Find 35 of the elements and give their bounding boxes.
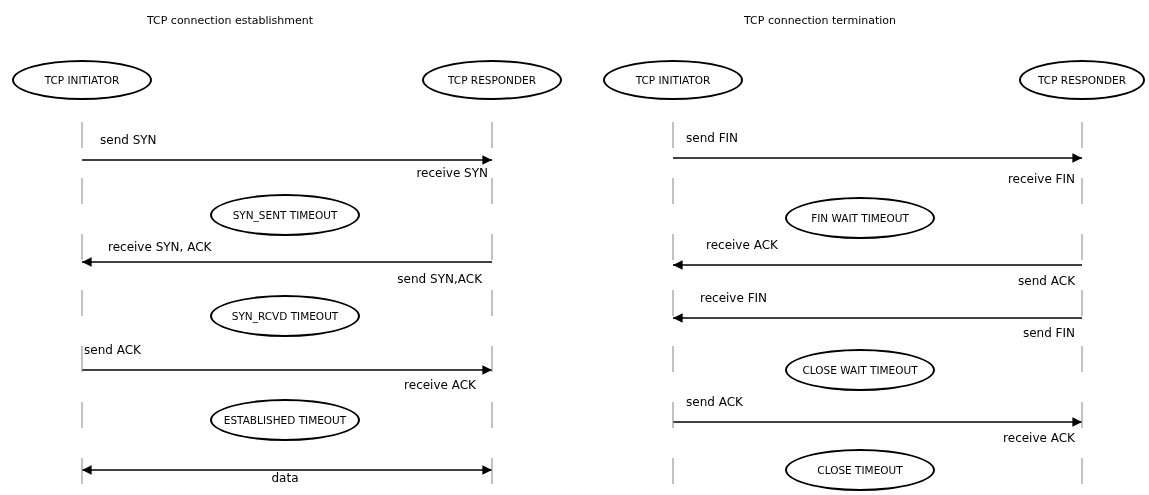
section-label: TCP connection termination [744,14,896,27]
message-arrow [81,257,493,267]
state-ellipse: CLOSE WAIT TIMEOUT [785,349,935,391]
message-label: receive SYN [416,166,488,180]
participant-ellipse: TCP RESPONDER [422,60,562,100]
message-arrow [672,153,1083,163]
edge-label: send ACK [686,395,743,409]
message-label: receive FIN [1007,172,1075,186]
state-ellipse: ESTABLISHED TIMEOUT [210,399,360,441]
message-arrow [672,417,1083,427]
message-arrow [672,313,1083,323]
message-label: send FIN [1022,326,1075,340]
state-ellipse: FIN WAIT TIMEOUT [785,197,935,239]
message-label: send SYN,ACK [397,272,482,286]
message-arrow [81,465,493,475]
edge-label: send FIN [686,131,739,145]
participant-ellipse: TCP INITIATOR [12,60,152,100]
edge-label: receive SYN, ACK [108,240,212,254]
edge-label: receive FIN [700,291,768,305]
participant-ellipse: TCP INITIATOR [603,60,743,100]
message-label: receive ACK [404,378,476,392]
message-arrow [81,365,493,375]
message-label: receive ACK [1003,431,1075,445]
message-arrow [672,260,1083,270]
section-label: TCP connection establishment [146,14,314,27]
edge-label: receive ACK [706,238,778,252]
message-label: send ACK [1018,274,1075,288]
edge-label: data [271,471,299,485]
edge-label: send ACK [84,343,141,357]
state-ellipse: SYN_RCVD TIMEOUT [210,295,360,337]
edge-label: send SYN [100,133,157,147]
message-arrow [81,155,493,165]
state-ellipse: SYN_SENT TIMEOUT [210,194,360,236]
participant-ellipse: TCP RESPONDER [1019,60,1145,100]
state-ellipse: CLOSE TIMEOUT [785,449,935,491]
